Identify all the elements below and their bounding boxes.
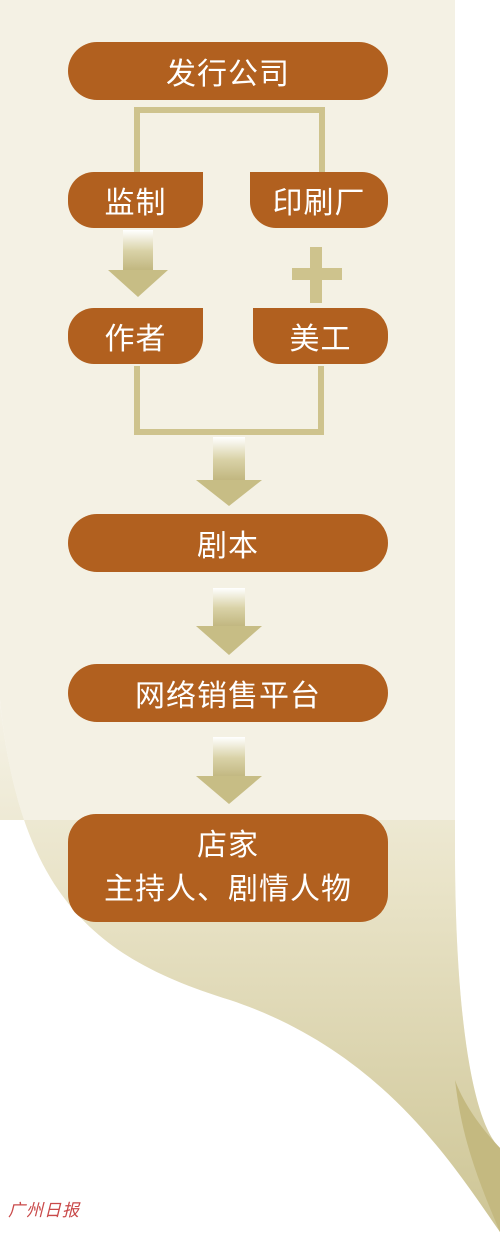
newspaper-logo: 广州日报 bbox=[8, 1201, 80, 1221]
node-printer: 印刷厂 bbox=[250, 172, 388, 228]
arrow-supervisor-to-author bbox=[108, 230, 168, 297]
node-publisher: 发行公司 bbox=[68, 42, 388, 100]
arrow-to-store bbox=[196, 737, 262, 804]
node-artist-label: 美工 bbox=[289, 322, 352, 357]
connector-bottom bbox=[134, 366, 324, 435]
node-supervisor: 监制 bbox=[68, 172, 203, 228]
node-author: 作者 bbox=[68, 308, 203, 364]
scroll-tail bbox=[455, 1080, 500, 1232]
node-supervisor-label: 监制 bbox=[104, 186, 167, 221]
node-store: 店家 主持人、剧情人物 bbox=[68, 814, 388, 922]
connector-top bbox=[134, 107, 325, 176]
plus-icon bbox=[292, 247, 342, 303]
arrow-to-script bbox=[196, 437, 262, 506]
node-platform: 网络销售平台 bbox=[68, 664, 388, 722]
node-store-label-line2: 主持人、剧情人物 bbox=[104, 872, 352, 907]
node-store-label-line1: 店家 bbox=[197, 828, 259, 863]
node-publisher-label: 发行公司 bbox=[166, 57, 290, 92]
node-author-label: 作者 bbox=[104, 322, 167, 357]
node-script: 剧本 bbox=[68, 514, 388, 572]
arrow-to-platform bbox=[196, 588, 262, 655]
node-printer-label: 印刷厂 bbox=[272, 186, 366, 221]
node-artist: 美工 bbox=[253, 308, 388, 364]
node-platform-label: 网络销售平台 bbox=[135, 679, 321, 714]
node-script-label: 剧本 bbox=[197, 529, 259, 564]
